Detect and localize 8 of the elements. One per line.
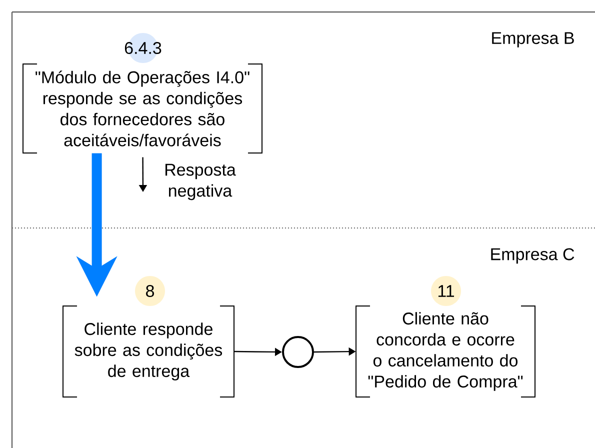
annotation-box: "Módulo de Operações I4.0" responde se as condições dos fornecedores são aceitáveis/favoráveis (22, 64, 262, 154)
number-badge: 11 (431, 276, 461, 306)
annotation-box: Cliente responde sobre as condições de entrega (62, 306, 234, 398)
annotation-box: Cliente não concorda e ocorre o cancelamento do "Pedido de Compra" (356, 306, 536, 398)
number-badge: 8 (135, 276, 165, 306)
edge-label: Resposta negativa (159, 162, 241, 202)
event-circle (282, 336, 314, 368)
number-badge: 6.4.3 (124, 33, 162, 63)
